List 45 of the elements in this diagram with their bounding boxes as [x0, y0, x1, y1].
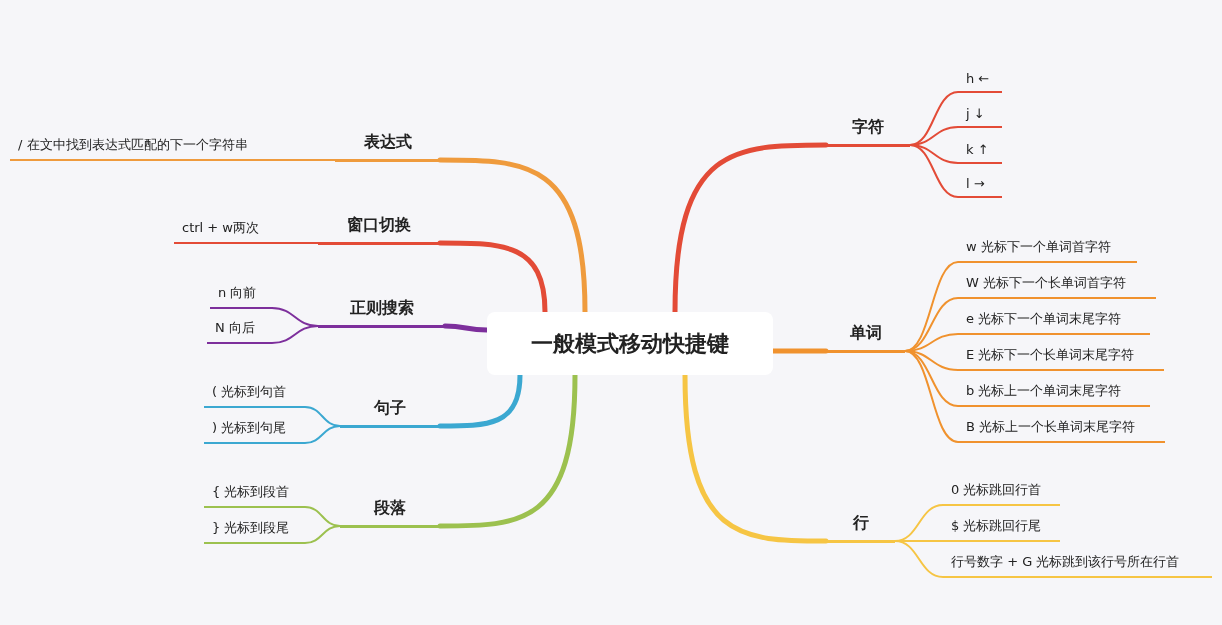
leaf-topic: { 光标到段首 [204, 482, 305, 508]
branch-line [904, 261, 959, 352]
leaf-topic: n 向前 [210, 283, 272, 309]
leaf-topic: l → [958, 172, 1002, 198]
branch-topic: 行 [826, 508, 895, 543]
branch-topic: 句子 [340, 393, 440, 428]
leaf-topic: b 光标上一个单词末尾字符 [958, 381, 1150, 407]
leaf-topic: 0 光标跳回行首 [943, 480, 1060, 506]
leaf-topic: ctrl + w两次 [174, 218, 285, 244]
branch-line [437, 372, 578, 529]
branch-line [682, 372, 829, 544]
branch-topic: 正则搜索 [318, 293, 445, 328]
leaf-topic: h ← [958, 67, 1002, 93]
central-topic-box: 一般模式移动快捷键 [487, 312, 773, 375]
leaf-topic: e 光标下一个单词末尾字符 [958, 309, 1150, 335]
leaf-topic: N 向后 [207, 318, 272, 344]
branch-topic: 窗口切换 [318, 210, 440, 245]
leaf-topic: E 光标下一个长单词末尾字符 [958, 345, 1164, 371]
branch-line [304, 525, 341, 544]
leaf-topic: / 在文中找到表达式匹配的下一个字符串 [10, 135, 300, 161]
branch-topic: 字符 [826, 112, 910, 147]
leaf-topic: j ↓ [958, 102, 1002, 128]
leaf-topic: ( 光标到句首 [204, 382, 305, 408]
branch-topic: 单词 [826, 318, 905, 353]
branch-line [894, 540, 944, 578]
branch-line [271, 325, 319, 344]
branch-line [909, 144, 959, 198]
leaf-topic: k ↑ [958, 138, 1002, 164]
branch-topic: 表达式 [335, 127, 440, 162]
branch-line [904, 350, 959, 443]
branch-line [437, 240, 548, 315]
leaf-topic: B 光标上一个长单词末尾字符 [958, 417, 1165, 443]
leaf-topic: w 光标下一个单词首字符 [958, 237, 1137, 263]
branch-topic: 段落 [340, 493, 440, 528]
branch-line [299, 159, 336, 161]
leaf-topic: } 光标到段尾 [204, 518, 305, 544]
leaf-topic: 行号数字 + G 光标跳到该行号所在行首 [943, 552, 1212, 578]
branch-line [304, 425, 341, 444]
leaf-topic: ) 光标到句尾 [204, 418, 305, 444]
branch-line [284, 242, 319, 244]
branch-line [437, 157, 588, 315]
branch-line [437, 372, 523, 429]
leaf-topic: W 光标下一个长单词首字符 [958, 273, 1156, 299]
leaf-topic: $ 光标跳回行尾 [943, 516, 1060, 542]
branch-line [672, 142, 829, 315]
